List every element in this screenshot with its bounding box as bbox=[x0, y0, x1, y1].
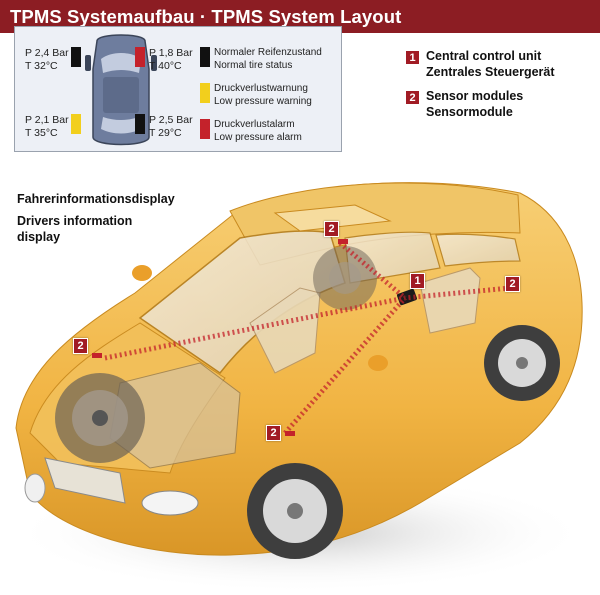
side-mirror bbox=[132, 265, 152, 281]
display-label-de: Fahrerinformationsdisplay bbox=[17, 192, 175, 206]
temperature-rear-left: T 35°C bbox=[25, 126, 58, 139]
display-label-en-line2: display bbox=[17, 230, 61, 244]
temperature-front-left: T 32°C bbox=[25, 59, 58, 72]
key-item-2-en: Sensor modules bbox=[426, 89, 524, 103]
wheel-front-right bbox=[247, 463, 343, 559]
legend-normal-de: Normaler Reifenzustand bbox=[214, 47, 322, 58]
side-window-rear bbox=[435, 233, 521, 267]
callout-sensor-front-left: 2 bbox=[73, 338, 88, 354]
legend-warning-en: Low pressure warning bbox=[214, 95, 312, 107]
legend-normal: Normaler Reifenzustand Normal tire statu… bbox=[214, 47, 322, 72]
beam-front-left bbox=[104, 295, 406, 361]
pressure-rear-left: P 2,1 Bar bbox=[25, 114, 69, 126]
temperature-front-right: T 40°C bbox=[149, 59, 182, 72]
wheel-rear-right bbox=[484, 325, 560, 401]
fog-light bbox=[24, 473, 46, 503]
callout-sensor-front-right: 2 bbox=[266, 425, 281, 441]
wheel-front-left bbox=[55, 373, 145, 463]
status-alarm-front-right bbox=[135, 47, 145, 67]
temperature-rear-right: T 29°C bbox=[149, 126, 182, 139]
reading-rear-right: P 2,5 Bar T 29°C bbox=[149, 114, 193, 139]
car-illustration bbox=[10, 182, 590, 593]
reading-front-left: P 2,4 Bar T 32°C bbox=[25, 47, 69, 72]
key-badge-1: 1 bbox=[405, 50, 420, 65]
legend-warning: Druckverlustwarnung Low pressure warning bbox=[214, 83, 312, 108]
door-mirror-right bbox=[368, 355, 388, 371]
front-seat bbox=[249, 287, 321, 374]
pressure-front-left: P 2,4 Bar bbox=[25, 47, 69, 59]
status-normal-rear-right bbox=[135, 114, 145, 134]
legend-alarm-chip bbox=[200, 119, 210, 139]
signal-beams bbox=[104, 241, 511, 435]
key-item-2: Sensor modules Sensormodule bbox=[426, 89, 523, 120]
legend-warning-de: Druckverlustwarnung bbox=[214, 83, 308, 94]
key-item-2-de: Sensormodule bbox=[426, 104, 513, 119]
beam-rear-left bbox=[338, 241, 407, 300]
status-normal-front-left bbox=[71, 47, 81, 67]
grille bbox=[44, 457, 126, 504]
sensor-front-left-marker bbox=[92, 353, 102, 358]
page-title: TPMS Systemaufbau · TPMS System Layout bbox=[10, 5, 402, 27]
pressure-front-right: P 1,8 Bar bbox=[149, 47, 193, 59]
headlight bbox=[141, 490, 199, 516]
callout-sensor-rear-left: 2 bbox=[324, 221, 339, 237]
legend-normal-en: Normal tire status bbox=[214, 59, 293, 71]
legend-warning-chip bbox=[200, 83, 210, 103]
legend-alarm: Druckverlustalarm Low pressure alarm bbox=[214, 119, 302, 144]
sunroof bbox=[273, 204, 392, 232]
rear-seat bbox=[419, 267, 481, 334]
callout-sensor-rear-right: 2 bbox=[505, 276, 520, 292]
wheel-rear-left bbox=[313, 246, 377, 310]
legend-alarm-en: Low pressure alarm bbox=[214, 131, 302, 143]
status-warning-rear-left bbox=[71, 114, 81, 134]
reading-front-right: P 1,8 Bar T 40°C bbox=[149, 47, 193, 72]
pressure-rear-right: P 2,5 Bar bbox=[149, 114, 193, 126]
key-item-1: Central control unit Zentrales Steuerger… bbox=[426, 49, 555, 80]
beam-front-right bbox=[283, 296, 407, 435]
diagram-scene: P 2,4 Bar T 32°C P 1,8 Bar T 40°C P 2,1 … bbox=[0, 26, 600, 595]
key-badge-2: 2 bbox=[405, 90, 420, 105]
key-item-1-de: Zentrales Steuergerät bbox=[426, 64, 555, 79]
reading-rear-left: P 2,1 Bar T 35°C bbox=[25, 114, 69, 139]
key-item-1-en: Central control unit bbox=[426, 49, 542, 63]
callout-control-unit: 1 bbox=[410, 273, 425, 289]
sensor-front-right-marker bbox=[285, 431, 295, 436]
driver-info-display: P 2,4 Bar T 32°C P 1,8 Bar T 40°C P 2,1 … bbox=[14, 26, 342, 152]
sensor-rear-left-marker bbox=[338, 239, 348, 244]
legend-alarm-de: Druckverlustalarm bbox=[214, 119, 295, 130]
display-label-en-line1: Drivers information bbox=[17, 214, 133, 228]
legend-normal-chip bbox=[200, 47, 210, 67]
